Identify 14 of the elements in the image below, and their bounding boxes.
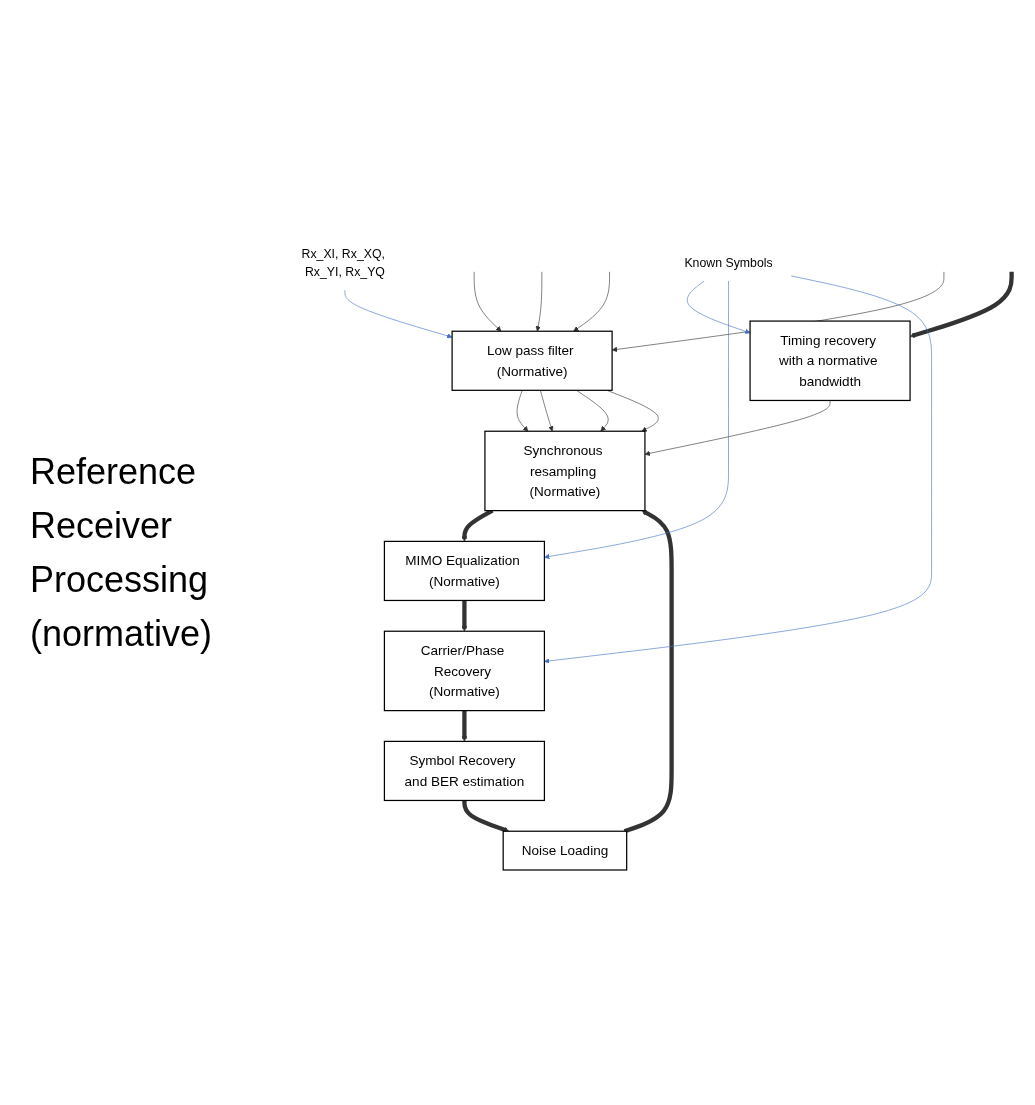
arrow — [623, 509, 674, 834]
arrow — [461, 508, 494, 542]
arrow — [461, 600, 468, 632]
node-box: Timing recovery with a normative bandwidth — [749, 320, 911, 402]
node-box: Symbol Recovery and BER estimation — [383, 740, 546, 802]
node-box: Low pass filter (Normative) — [451, 330, 613, 391]
node-box: Noise Loading — [502, 830, 628, 871]
node-text: Known Symbols — [684, 255, 773, 270]
diagram-label: Reference Receiver Processing (normative) — [30, 449, 214, 656]
node-box: MIMO Equalization (Normative) — [383, 540, 546, 602]
node-box: Synchronous resampling (Normative) — [484, 430, 646, 512]
arrow — [461, 710, 468, 742]
node-box: Carrier/Phase Recovery (Normative) — [383, 630, 546, 712]
node-text: Rx_XI, Rx_XQ, Rx_YI, Rx_YQ — [301, 246, 385, 279]
